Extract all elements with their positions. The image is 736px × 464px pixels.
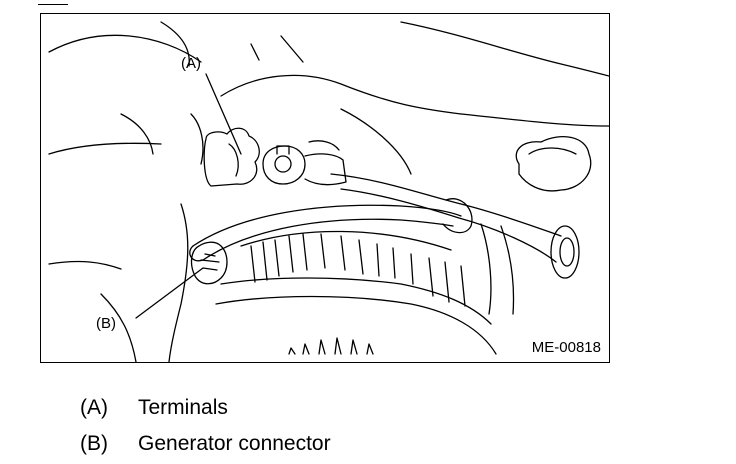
harness-cable bbox=[340, 188, 557, 263]
cable-end bbox=[189, 245, 204, 262]
terminal-bolt bbox=[274, 155, 292, 173]
terminal-nut bbox=[262, 145, 306, 185]
generator-housing bbox=[500, 225, 515, 315]
contour-line bbox=[280, 35, 304, 63]
generator-connector bbox=[204, 253, 216, 257]
harness-cable bbox=[202, 218, 454, 261]
contour-line bbox=[168, 203, 189, 362]
harness-cable bbox=[330, 173, 562, 237]
cable-sheath bbox=[442, 198, 473, 234]
contour-line bbox=[48, 260, 122, 270]
legend-text: Generator connector bbox=[138, 432, 331, 455]
contour-line bbox=[120, 113, 154, 155]
leader-line-b bbox=[135, 267, 204, 319]
engine-line-drawing bbox=[48, 21, 609, 362]
connector-body bbox=[515, 136, 592, 192]
figure-code: ME-00818 bbox=[531, 339, 601, 356]
grommet-outer bbox=[550, 225, 580, 279]
terminal-lug bbox=[308, 140, 340, 151]
legend: (A) Terminals (B) Generator connector bbox=[80, 390, 331, 462]
harness-cable bbox=[192, 204, 462, 247]
legend-item: (A) Terminals bbox=[80, 390, 331, 426]
generator-connector bbox=[202, 267, 218, 271]
contour-line bbox=[220, 74, 462, 115]
legend-key: (A) bbox=[80, 396, 108, 419]
generator-connector bbox=[190, 241, 228, 285]
grommet-inner bbox=[559, 237, 575, 267]
contour-line bbox=[460, 113, 609, 127]
callout-a-label: (A) bbox=[181, 55, 201, 72]
generator-housing bbox=[480, 223, 492, 315]
contour-line bbox=[190, 113, 204, 165]
terminal-a bbox=[228, 143, 239, 177]
cropped-label-fragment bbox=[38, 0, 68, 5]
contour-line bbox=[160, 21, 190, 67]
terminal-a bbox=[203, 127, 260, 187]
generator-connector bbox=[200, 259, 220, 263]
contour-line bbox=[48, 34, 202, 63]
generator-housing bbox=[240, 230, 452, 251]
callout-b-label: (B) bbox=[96, 315, 116, 332]
legend-item: (B) Generator connector bbox=[80, 426, 331, 462]
contour-line bbox=[400, 21, 609, 77]
legend-key: (B) bbox=[80, 432, 108, 455]
terminal-bolt bbox=[276, 145, 290, 155]
generator-housing bbox=[220, 277, 492, 325]
generator-housing bbox=[215, 295, 497, 355]
technical-illustration: (A) (B) ME-00818 bbox=[40, 13, 610, 363]
terminal-lug bbox=[304, 153, 347, 186]
legend-text: Terminals bbox=[138, 396, 228, 419]
connector-body bbox=[528, 147, 577, 155]
contour-line bbox=[340, 108, 412, 175]
contour-line bbox=[100, 293, 137, 362]
generator-fins bbox=[250, 233, 466, 307]
contour-line bbox=[250, 43, 260, 61]
bottom-fins bbox=[288, 337, 374, 355]
contour-line bbox=[48, 142, 162, 155]
leader-line-a bbox=[205, 73, 242, 155]
